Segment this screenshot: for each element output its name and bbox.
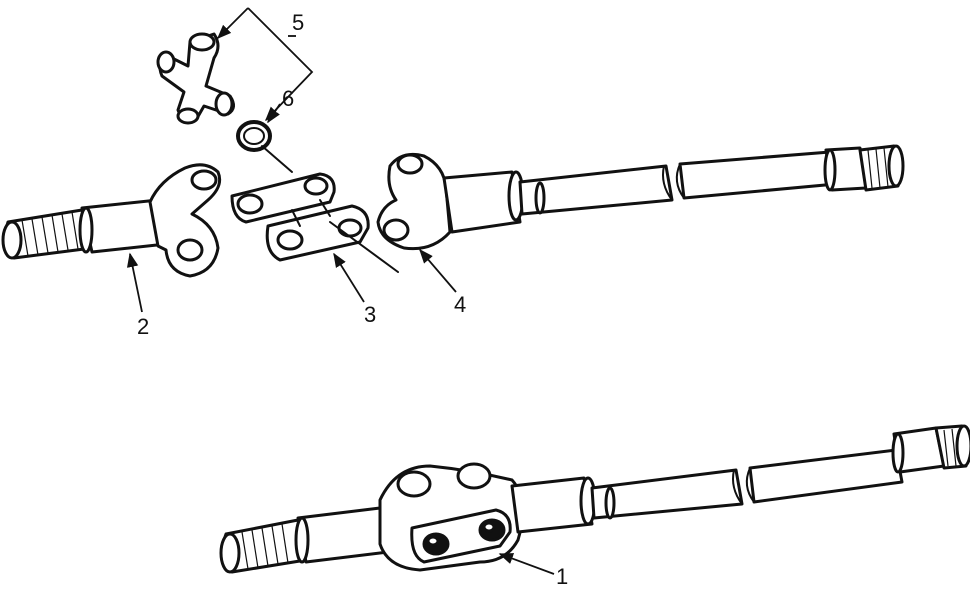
cross-spider-part-5 [156,32,235,125]
short-shaft-yoke-part-2 [1,163,222,278]
callout-3: 3 [364,302,376,327]
callout-1: 1 [556,564,568,589]
long-shaft-yoke-part-4 [376,144,905,251]
assembled-drive-shaft-part-1 [219,424,970,574]
callout-5: 5 [292,10,304,35]
leader-lines [126,7,555,575]
callout-4: 4 [454,292,466,317]
callout-2: 2 [137,314,149,339]
callout-6: 6 [282,86,294,111]
center-link-block-part-3 [230,172,370,262]
snap-ring-part-6 [236,120,293,173]
